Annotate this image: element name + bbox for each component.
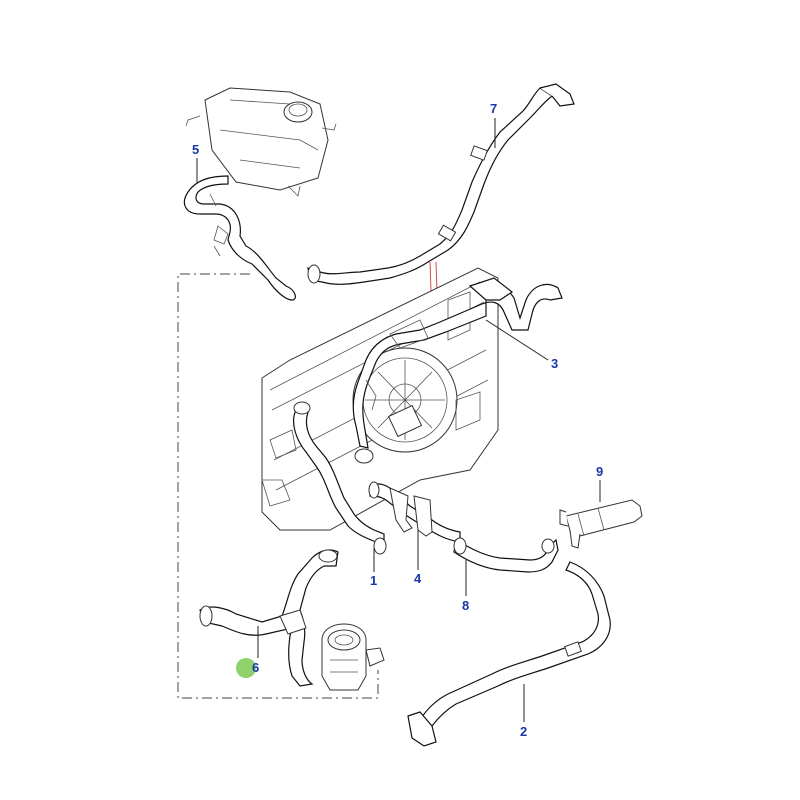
callout-1: 1 — [370, 573, 377, 588]
coolant-expansion-tank — [185, 87, 337, 197]
pipe-9 — [559, 499, 643, 549]
hose-1 — [293, 401, 387, 555]
hose-4 — [368, 481, 461, 543]
callout-6: 6 — [252, 660, 259, 675]
hose-8 — [453, 537, 559, 573]
hose-2 — [407, 561, 611, 747]
hose-6 — [199, 549, 339, 687]
hose-5 — [183, 175, 296, 301]
group-frame — [177, 273, 379, 699]
highlight-marker — [236, 658, 256, 678]
callout-2: 2 — [520, 724, 527, 739]
callout-7: 7 — [490, 101, 497, 116]
hose-3 — [352, 277, 563, 464]
hose-7 — [307, 83, 575, 285]
leader-lines — [196, 118, 601, 722]
callout-9: 9 — [596, 464, 603, 479]
callout-3: 3 — [551, 356, 558, 371]
callout-5: 5 — [192, 142, 199, 157]
callout-8: 8 — [462, 598, 469, 613]
coolant-valve — [321, 623, 385, 691]
callout-4: 4 — [414, 571, 422, 586]
